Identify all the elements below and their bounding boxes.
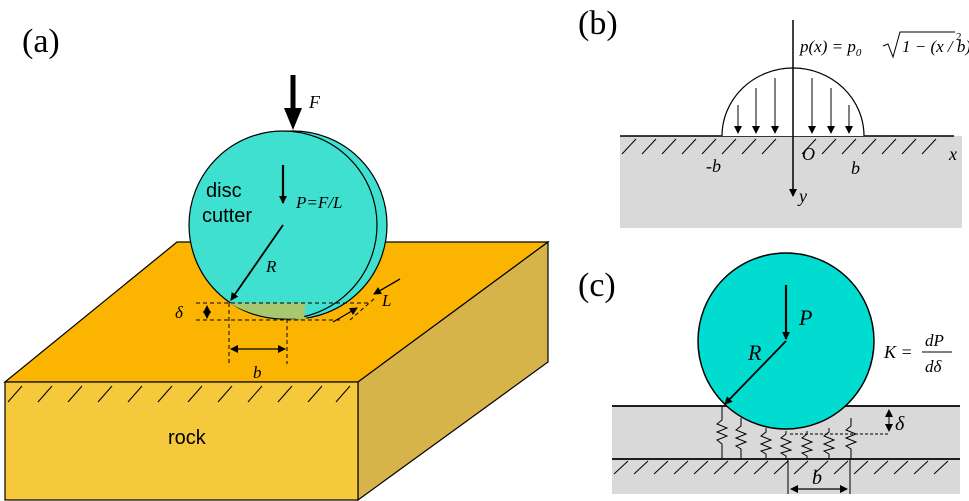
half-width-label-c: b (812, 467, 822, 489)
line-load-label: P=F/L (295, 193, 342, 212)
force-arrow-head (284, 108, 302, 130)
pos-b-label: b (851, 158, 860, 178)
radius-label-c: R (747, 340, 762, 365)
force-label: F (308, 92, 321, 112)
pressure-arrows (734, 78, 853, 134)
panel-c: (c) P R (578, 252, 960, 494)
stiffness-lhs: K = (883, 342, 913, 362)
stiffness-denominator: dδ (925, 357, 943, 376)
rock-hatching (7, 385, 351, 403)
radius-label: R (265, 257, 277, 276)
width-label: L (381, 291, 391, 310)
radius-arrow (230, 224, 284, 301)
ground-hatching-b (621, 138, 937, 155)
half-width-label: b (253, 363, 262, 382)
panel-b: (b) y p(x) = p0 1 − (x / b) 2 (578, 5, 969, 228)
rock-front-face (4, 381, 359, 501)
equation-lhs: p(x) = p0 (799, 37, 862, 59)
disc-label-2: cutter (202, 205, 252, 227)
panel-c-label: (c) (578, 267, 616, 304)
ground-c-bottom (612, 459, 960, 494)
depth-label: δ (175, 303, 184, 322)
stiffness-numerator: dP (925, 331, 944, 350)
sqrt-sign (882, 31, 955, 59)
x-axis-label: x (948, 144, 957, 164)
depth-label-c: δ (895, 413, 905, 435)
equation-exponent: 2 (956, 31, 962, 43)
ground-hatching-c (613, 460, 949, 475)
y-axis-label: y (797, 186, 807, 206)
panel-a-label: (a) (22, 23, 60, 60)
springs (715, 406, 858, 459)
contact-area-front (229, 303, 306, 319)
origin-label: O (802, 144, 815, 164)
contact-dashes (196, 302, 370, 364)
ground-b (620, 136, 962, 228)
width-dash (349, 297, 376, 321)
disc-label-1: disc (206, 180, 242, 202)
equation-rhs: 1 − (x / b) (902, 37, 969, 56)
panel-a: (a) rock F disc cutter P=F/L (3, 23, 550, 501)
width-arrow-upper (373, 278, 401, 295)
load-label-c: P (798, 305, 812, 330)
width-arrow-lower (332, 307, 358, 323)
neg-b-label: -b (706, 156, 721, 176)
rock-label: rock (168, 427, 207, 449)
panel-b-label: (b) (578, 5, 618, 42)
radius-arrow-c (724, 340, 787, 405)
